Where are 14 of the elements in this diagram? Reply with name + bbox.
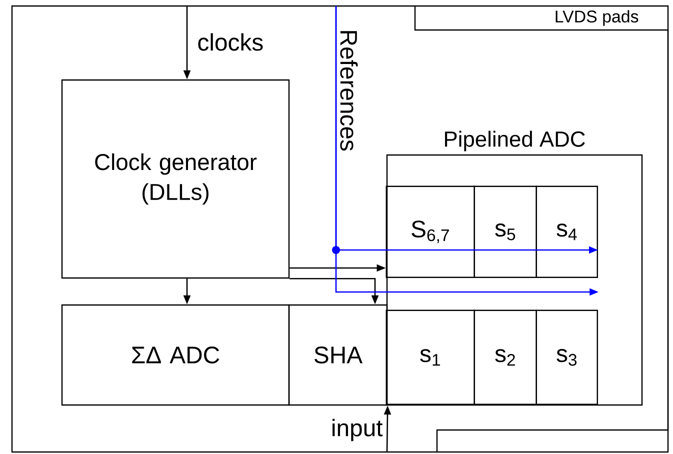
adc-box: ΣΔ ADC	[61, 304, 290, 406]
stage-box: s$_{3}$	[536, 310, 598, 405]
edge-label: input	[332, 418, 383, 442]
edge-label: References	[340, 31, 358, 151]
stage-box: s$_{1}$	[386, 310, 475, 405]
stage-box: S$_{6,7}$	[386, 186, 475, 278]
clock-generator-box: Clock generator (DLLs)	[61, 79, 290, 279]
sha-box: SHA	[288, 304, 388, 406]
node-label: Pipelined ADC	[445, 130, 585, 152]
pads-label: LVDS pads	[556, 10, 638, 26]
edge-label: clocks	[198, 33, 263, 51]
stage-box: s$_{5}$	[474, 186, 537, 278]
stage-box: s$_{2}$	[474, 310, 537, 405]
stage-box: s$_{4}$	[536, 186, 598, 278]
